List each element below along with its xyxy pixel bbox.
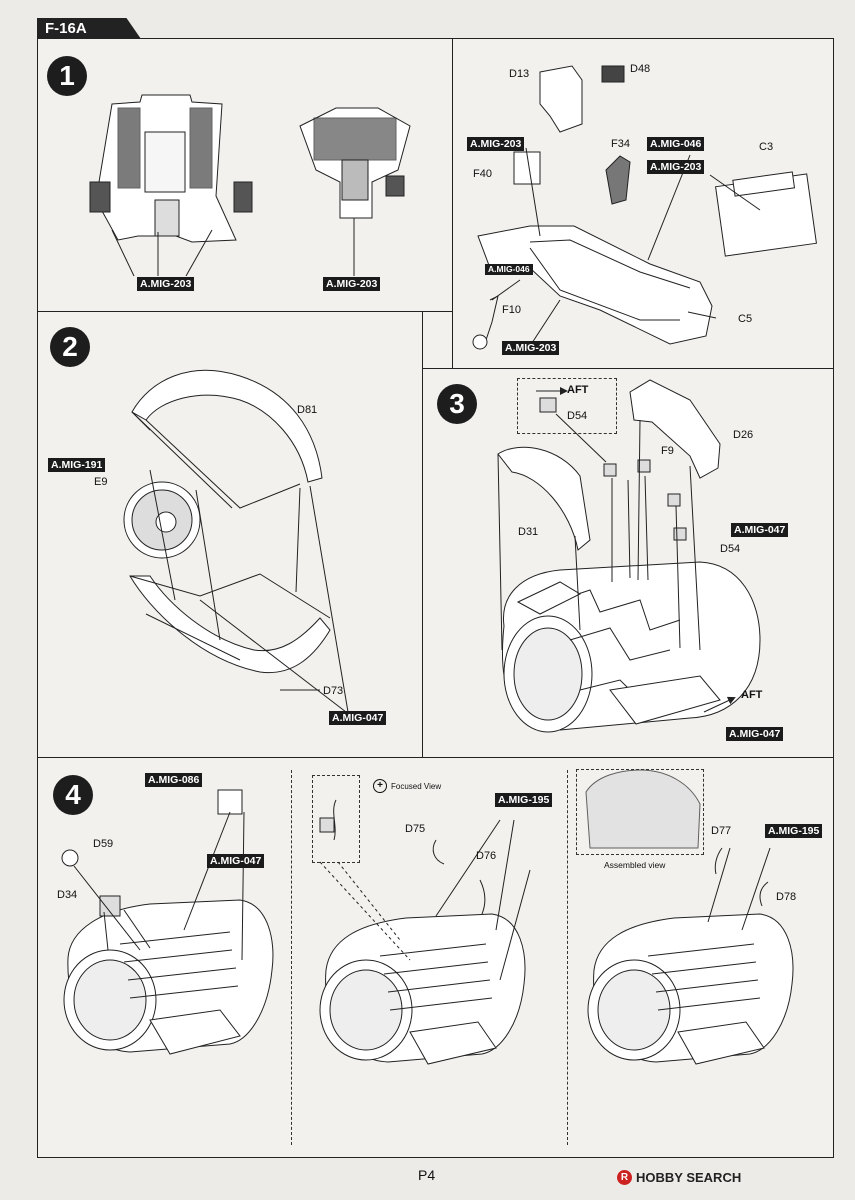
- model-tab: F-16A: [37, 18, 141, 39]
- divider: [291, 770, 292, 1145]
- part-label: D54: [720, 543, 741, 555]
- focused-view-label: Focused View: [391, 781, 442, 791]
- part-label: D26: [733, 429, 754, 441]
- part-label: D48: [630, 63, 651, 75]
- focused-view-caption: + Focused View: [373, 779, 441, 793]
- part-label: C3: [759, 141, 774, 153]
- direction-label: AFT: [741, 689, 763, 701]
- divider: [422, 311, 424, 758]
- watermark: R HOBBY SEARCH: [617, 1170, 741, 1185]
- divider: [37, 311, 453, 313]
- part-label: D81: [297, 404, 318, 416]
- part-label: D78: [776, 891, 797, 903]
- paint-tag: A.MIG-047: [207, 854, 265, 868]
- step-number: 2: [50, 327, 90, 367]
- paint-tag: A.MIG-203: [323, 277, 381, 291]
- step-number: 4: [53, 775, 93, 815]
- step-number: 3: [437, 384, 477, 424]
- paint-tag: A.MIG-046: [647, 137, 705, 151]
- direction-label: AFT: [567, 384, 589, 396]
- assembled-view-box: [576, 769, 704, 855]
- part-label: D54: [567, 410, 588, 422]
- caption: Assembled view: [604, 860, 666, 870]
- paint-tag: A.MIG-047: [329, 711, 387, 725]
- page-number: P4: [418, 1167, 436, 1183]
- part-label: D31: [518, 526, 539, 538]
- part-label: F40: [473, 168, 492, 180]
- paint-tag: A.MIG-191: [48, 458, 106, 472]
- part-label: D59: [93, 838, 114, 850]
- part-label: C5: [738, 313, 753, 325]
- part-label: D76: [476, 850, 497, 862]
- divider: [567, 770, 568, 1145]
- paint-tag: A.MIG-047: [731, 523, 789, 537]
- part-label: D77: [711, 825, 732, 837]
- part-label: F34: [611, 138, 630, 150]
- part-label: D75: [405, 823, 426, 835]
- paint-tag: A.MIG-195: [765, 824, 823, 838]
- part-label: E9: [94, 476, 108, 488]
- focused-view-box: [312, 775, 360, 863]
- paint-tag: A.MIG-203: [467, 137, 525, 151]
- part-label: F10: [502, 304, 521, 316]
- registered-mark-icon: R: [617, 1170, 632, 1185]
- step-number: 1: [47, 56, 87, 96]
- divider: [452, 38, 454, 368]
- paint-tag: A.MIG-046: [485, 264, 533, 275]
- part-label: D34: [57, 889, 78, 901]
- watermark-text: HOBBY SEARCH: [636, 1170, 742, 1185]
- magnify-plus-icon: +: [373, 779, 387, 793]
- paint-tag: A.MIG-203: [647, 160, 705, 174]
- part-label: D13: [509, 68, 530, 80]
- part-label: D73: [323, 685, 344, 697]
- detail-box: [517, 378, 617, 434]
- divider: [422, 368, 833, 370]
- paint-tag: A.MIG-203: [137, 277, 195, 291]
- paint-tag: A.MIG-195: [495, 793, 553, 807]
- paint-tag: A.MIG-086: [145, 773, 203, 787]
- part-label: F9: [661, 445, 674, 457]
- divider: [37, 757, 833, 759]
- paint-tag: A.MIG-203: [502, 341, 560, 355]
- paint-tag: A.MIG-047: [726, 727, 784, 741]
